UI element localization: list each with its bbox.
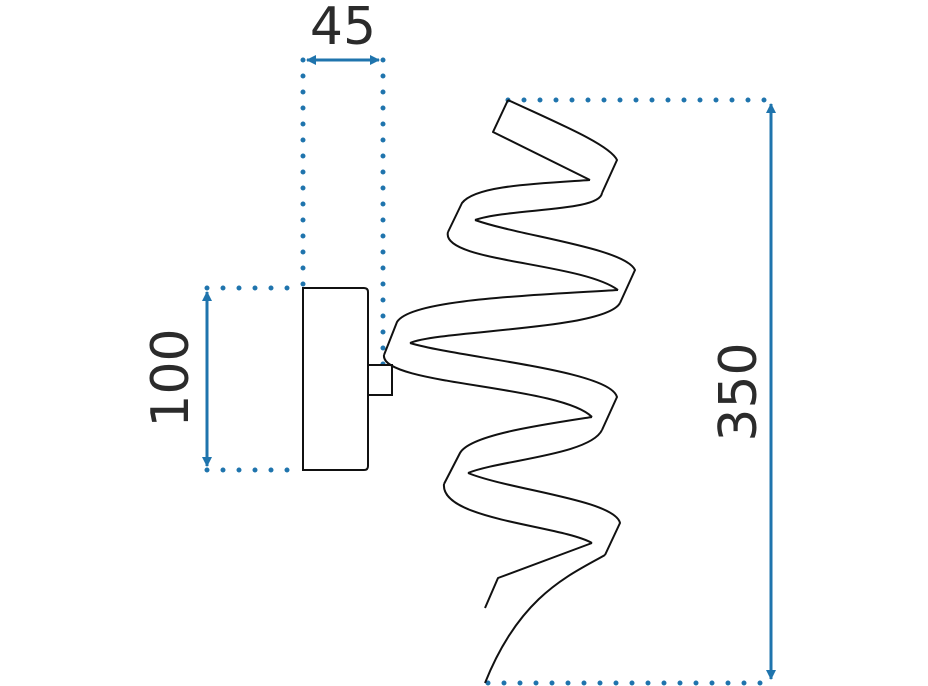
wall-mount-plate [302, 287, 369, 471]
dotted-guides [204, 57, 774, 686]
mount-stem [367, 364, 393, 396]
mount-height-label: 100 [141, 328, 201, 427]
spiral-ribbon [382, 99, 636, 684]
depth-label: 45 [310, 0, 376, 57]
total-height-label: 350 [709, 342, 769, 441]
